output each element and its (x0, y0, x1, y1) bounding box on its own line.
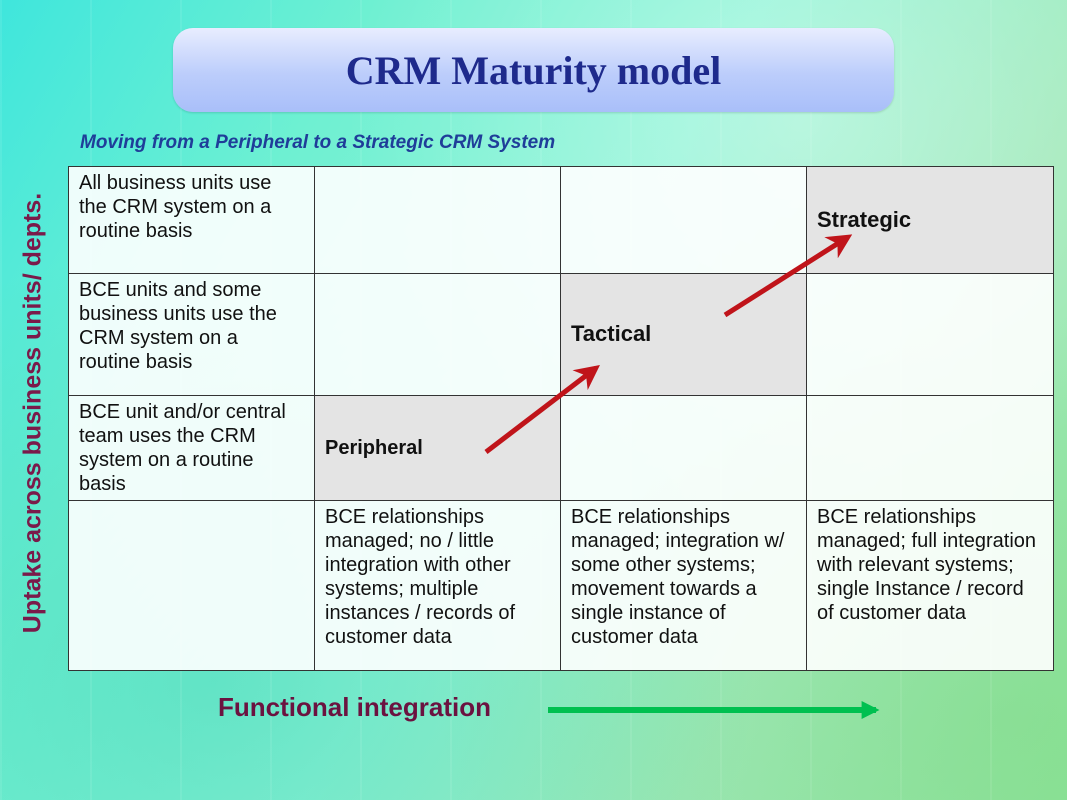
grid-row-bce-unit: BCE unit and/or central team uses the CR… (69, 396, 1054, 501)
peripheral-cell: Peripheral (315, 396, 561, 501)
column-label-tactical: BCE relationships managed; integration w… (561, 501, 807, 671)
column-label-strategic: BCE relationships managed; full integrat… (807, 501, 1054, 671)
grid-cell (315, 274, 561, 396)
grid-cell (315, 167, 561, 274)
x-axis-label: Functional integration (218, 692, 491, 723)
row-label-some-units: BCE units and some business units use th… (69, 274, 315, 396)
row-label-all-units: All business units use the CRM system on… (69, 167, 315, 274)
tactical-cell: Tactical (561, 274, 807, 396)
grid-row-all-units: All business units use the CRM system on… (69, 167, 1054, 274)
grid-corner-cell (69, 501, 315, 671)
row-label-bce-unit: BCE unit and/or central team uses the CR… (69, 396, 315, 501)
column-label-peripheral: BCE relationships managed; no / little i… (315, 501, 561, 671)
title-banner: CRM Maturity model (173, 28, 894, 112)
maturity-grid: All business units use the CRM system on… (68, 166, 1054, 671)
strategic-cell: Strategic (807, 167, 1054, 274)
grid-cell (561, 396, 807, 501)
stage-label-tactical: Tactical (571, 321, 651, 346)
grid-cell (807, 396, 1054, 501)
stage-label-strategic: Strategic (817, 207, 911, 232)
grid-cell (807, 274, 1054, 396)
stage-label-peripheral: Peripheral (325, 437, 423, 459)
grid-row-integration: BCE relationships managed; no / little i… (69, 501, 1054, 671)
page-title: CRM Maturity model (346, 47, 721, 94)
grid-cell (561, 167, 807, 274)
grid-row-some-units: BCE units and some business units use th… (69, 274, 1054, 396)
subtitle: Moving from a Peripheral to a Strategic … (80, 132, 555, 154)
y-axis-label: Uptake across business units/ depts. (19, 193, 48, 633)
